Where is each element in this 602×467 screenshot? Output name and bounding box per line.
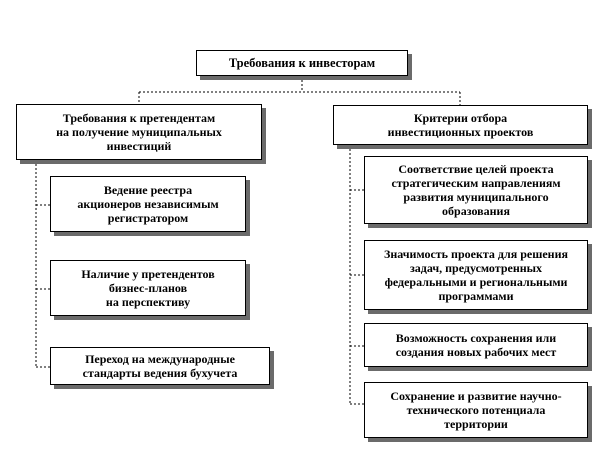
left-item-business-plans: Наличие у претендентов бизнес-планов на … — [50, 260, 246, 316]
right-item-scientific-potential: Сохранение и развитие научно- техническо… — [364, 382, 588, 438]
left-branch-title: Требования к претендентам на получение м… — [16, 104, 262, 160]
right-item-strategic-goals: Соответствие целей проекта стратегически… — [364, 156, 588, 224]
right-item-program-significance: Значимость проекта для решения задач, пр… — [364, 240, 588, 310]
left-item-accounting-standards: Переход на международные стандарты веден… — [50, 347, 270, 385]
root-node: Требования к инвесторам — [196, 50, 408, 76]
right-item-jobs: Возможность сохранения или создания новы… — [364, 323, 588, 367]
right-branch-title: Критерии отбора инвестиционных проектов — [333, 105, 588, 145]
left-item-registry: Ведение реестра акционеров независимым р… — [50, 176, 246, 232]
